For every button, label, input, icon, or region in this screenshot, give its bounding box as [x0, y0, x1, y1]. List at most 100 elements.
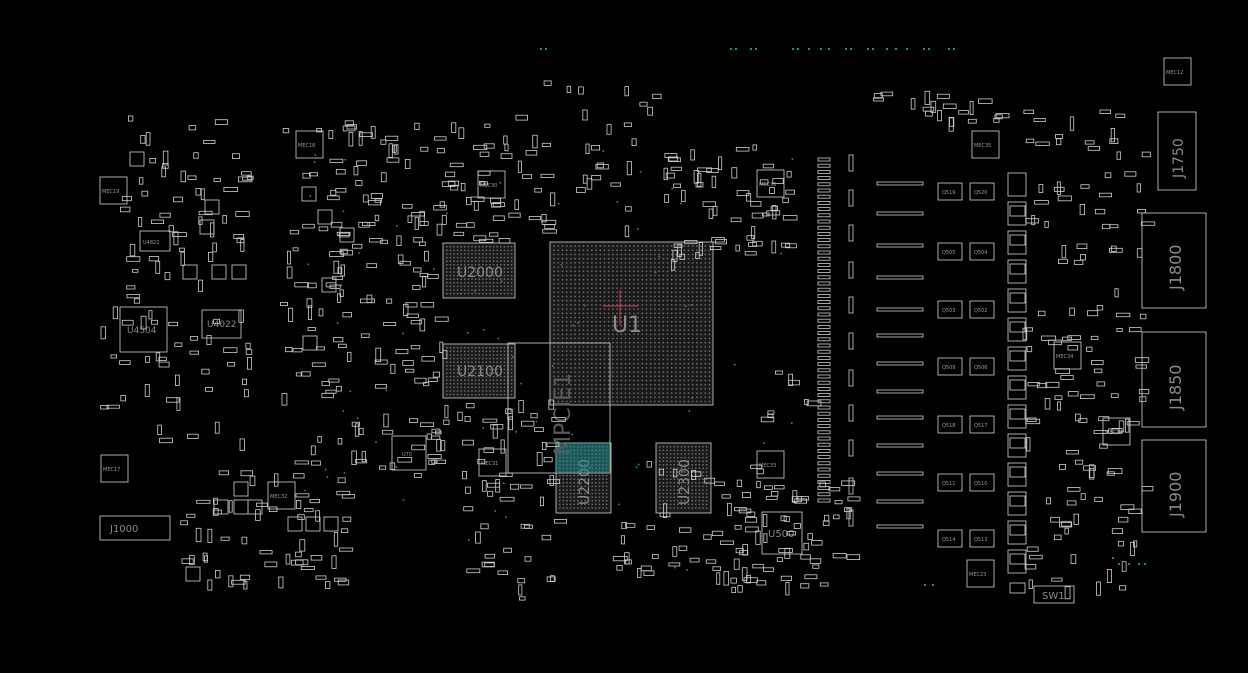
mec-box[interactable] [100, 454, 129, 483]
q-small[interactable] [1009, 437, 1026, 449]
u4504-ic[interactable] [119, 306, 168, 353]
j1900-connector[interactable] [1141, 439, 1207, 533]
q-vert[interactable] [1007, 346, 1027, 371]
q-vert[interactable] [1007, 520, 1027, 545]
ball [510, 281, 513, 284]
q-box[interactable] [969, 357, 995, 376]
mec-box[interactable] [1102, 417, 1131, 446]
passive-pad [339, 289, 344, 297]
ball [649, 253, 652, 256]
ball [662, 392, 665, 394]
q-box[interactable] [969, 415, 995, 434]
q-box[interactable] [969, 473, 995, 492]
q-vert[interactable] [1007, 230, 1027, 255]
mec-box[interactable] [971, 130, 1000, 159]
q-box[interactable] [969, 182, 995, 201]
q-box[interactable] [969, 300, 995, 319]
ball [598, 507, 601, 509]
ball [696, 253, 698, 256]
ball [510, 292, 513, 295]
ball [679, 346, 681, 348]
mec-box[interactable] [756, 450, 785, 479]
sw1-switch[interactable] [1033, 585, 1075, 604]
q-box[interactable] [937, 300, 963, 319]
passive-pad [841, 480, 855, 486]
j1850-connector[interactable] [1141, 331, 1207, 428]
passive-pad [763, 567, 774, 572]
ball [565, 367, 568, 369]
q-vert[interactable] [1007, 491, 1027, 516]
ball [463, 289, 466, 291]
q-small[interactable] [1009, 582, 1026, 594]
u70-ic[interactable] [391, 435, 427, 471]
mec-box[interactable] [267, 481, 296, 510]
q-vert[interactable] [1007, 433, 1027, 458]
mec-box[interactable] [295, 130, 324, 159]
q-vert[interactable] [1007, 375, 1027, 400]
ball [492, 249, 495, 252]
q-vert[interactable] [1007, 259, 1027, 284]
passive-pad [431, 435, 441, 440]
u4022-ic[interactable] [201, 309, 242, 339]
ball [561, 354, 564, 357]
mec-label: MEC23 [969, 572, 986, 578]
j1750-connector[interactable] [1157, 111, 1197, 191]
j1000-connector[interactable] [99, 515, 171, 541]
mec-box[interactable] [99, 176, 128, 205]
q-box[interactable] [937, 415, 963, 434]
q-small[interactable] [1009, 321, 1026, 333]
q-small[interactable] [1009, 350, 1026, 362]
q-small[interactable] [1009, 466, 1026, 478]
ball [662, 262, 665, 264]
ball [624, 245, 627, 248]
mem-u2000[interactable] [442, 242, 516, 299]
q-small[interactable] [1009, 553, 1026, 565]
passive-pad [294, 460, 310, 465]
passive-pad [196, 499, 211, 504]
mec-box[interactable] [756, 169, 785, 198]
q-vert[interactable] [1007, 317, 1027, 342]
ball [691, 262, 694, 264]
ball [649, 283, 652, 285]
q-box[interactable] [937, 357, 963, 376]
q-box[interactable] [937, 182, 963, 201]
ball [492, 289, 495, 291]
j1800-connector[interactable] [1141, 212, 1207, 309]
q-small[interactable] [1009, 234, 1026, 246]
q-small[interactable] [1009, 263, 1026, 275]
q-vert[interactable] [1007, 172, 1027, 197]
q-box[interactable] [937, 529, 963, 548]
passive-pad [340, 528, 349, 533]
ball [578, 333, 581, 336]
q-box[interactable] [969, 529, 995, 548]
q-small[interactable] [1009, 205, 1026, 217]
ball [670, 278, 673, 281]
q-vert[interactable] [1007, 549, 1027, 574]
q-vert[interactable] [1007, 288, 1027, 313]
q-small[interactable] [1009, 292, 1026, 304]
q-box[interactable] [969, 242, 995, 261]
ball [582, 325, 585, 327]
q-box[interactable] [937, 242, 963, 261]
u4822-ic[interactable] [139, 230, 171, 252]
ball [696, 337, 698, 340]
passive-pad [759, 179, 769, 185]
mem-u2300[interactable] [655, 442, 712, 514]
passive-pad [433, 205, 447, 211]
q-vert[interactable] [1007, 404, 1027, 429]
gpu-bga[interactable] [549, 241, 714, 406]
q-small[interactable] [1009, 524, 1026, 536]
mem-u2100[interactable] [442, 343, 516, 399]
ball [566, 503, 568, 506]
q-vert[interactable] [1007, 462, 1027, 487]
mec-box[interactable] [478, 448, 507, 477]
q-small[interactable] [1009, 408, 1026, 420]
u500-ic[interactable] [761, 511, 803, 555]
mec-box[interactable] [966, 559, 995, 588]
q-box[interactable] [937, 473, 963, 492]
q-small[interactable] [1009, 495, 1026, 507]
mec-box[interactable] [1163, 57, 1192, 86]
q-vert[interactable] [1007, 201, 1027, 226]
q-small[interactable] [1009, 379, 1026, 391]
